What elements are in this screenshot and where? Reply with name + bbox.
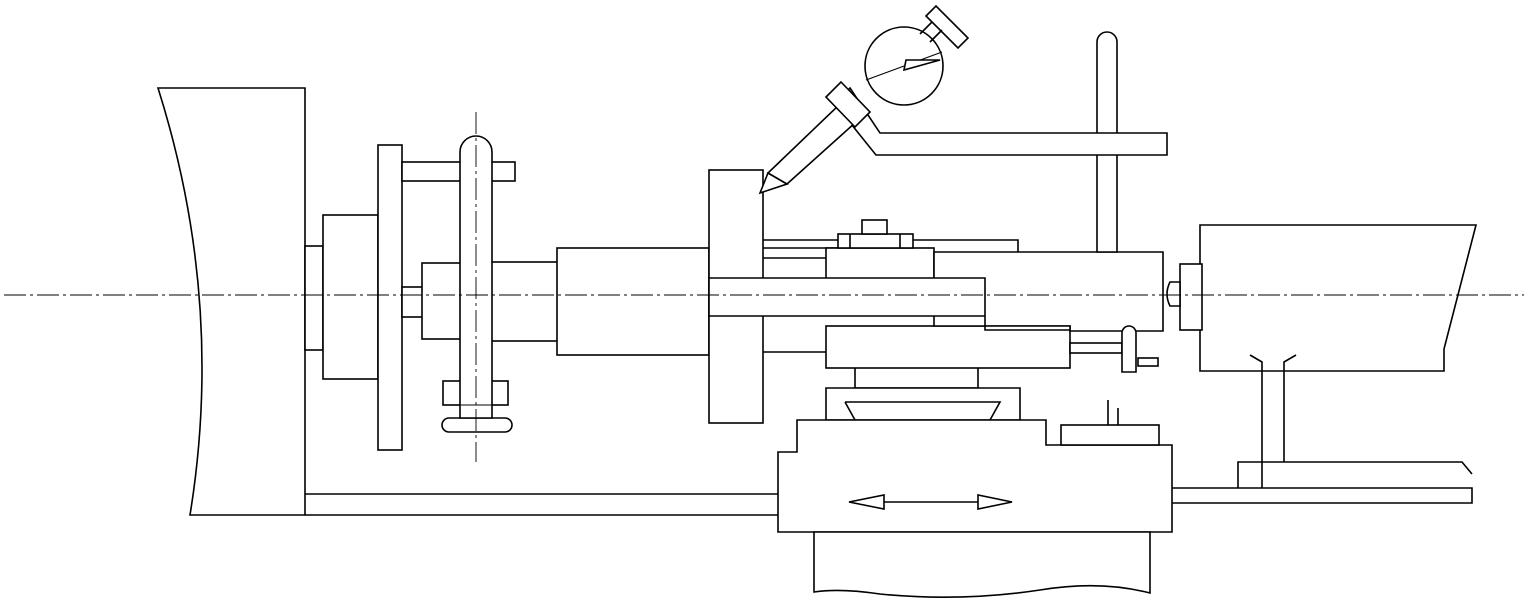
headstock [156,87,306,516]
saddle-top [825,387,1021,421]
spindle-hub [304,214,379,380]
compound-slide [933,251,1164,332]
dial-gauge-icon [864,26,944,106]
dial-indicator-stem [758,80,872,195]
stand-legs [1107,400,1119,425]
tailstock [1166,224,1478,488]
faceplate [377,144,403,451]
mandrel-shaft [401,261,559,342]
workpiece [556,247,710,356]
stand-base [1060,424,1160,446]
cross-slide [825,325,1071,369]
dovetail [844,401,1002,421]
dog-arm [401,161,516,182]
slide-neck [854,368,979,389]
lathe-bed-rail [305,461,1473,516]
dial-plunger-cap [924,4,970,50]
boring-bar [708,277,1071,331]
apron [813,531,1151,598]
tool-post [825,219,935,281]
centre-lines [4,112,1524,462]
feed-screw [1069,325,1159,373]
double-headed-arrow-icon [848,494,1013,510]
